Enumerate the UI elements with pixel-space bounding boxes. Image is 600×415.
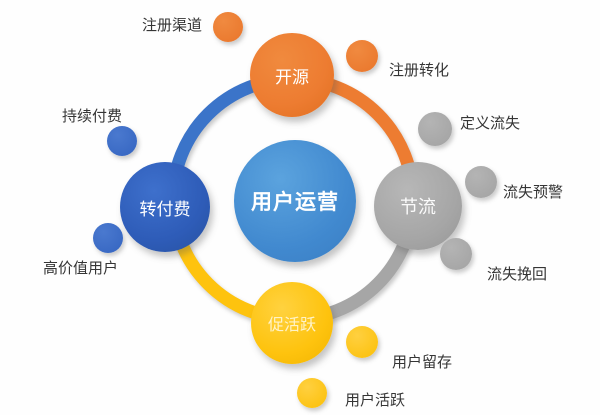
node-monetization-label: 转付费 — [139, 199, 191, 219]
node-user-operations: 用户运营 — [234, 140, 356, 262]
node-throttling-label: 节流 — [400, 197, 436, 217]
satellite-define-churn-label: 定义流失 — [460, 115, 521, 132]
node-activation-label: 促活跃 — [267, 317, 316, 334]
satellite-user-retention-dot — [346, 326, 378, 358]
satellite-churn-recovery-label: 流失挽回 — [487, 266, 548, 283]
satellite-continuous-payment-label: 持续付费 — [62, 108, 123, 125]
satellite-churn-recovery-dot — [440, 238, 472, 270]
satellite-high-value-user-label: 高价值用户 — [43, 260, 119, 277]
node-monetization: 转付费 — [120, 162, 210, 252]
satellite-user-retention-label: 用户留存 — [392, 354, 453, 371]
node-open-source: 开源 — [250, 33, 334, 117]
satellite-registration-conversion-dot — [346, 40, 378, 72]
node-throttling: 节流 — [374, 162, 462, 250]
satellite-high-value-user-dot — [93, 223, 123, 253]
satellite-churn-warning-label: 流失预警 — [503, 184, 564, 201]
satellite-user-activity-label: 用户活跃 — [345, 392, 406, 409]
satellite-registration-conversion-label: 注册转化 — [389, 62, 450, 79]
node-open-source-label: 开源 — [275, 67, 309, 87]
satellite-define-churn-dot — [418, 112, 452, 146]
satellite-churn-warning-dot — [465, 166, 497, 198]
satellite-registration-channel-dot — [213, 12, 243, 42]
satellite-registration-channel-label: 注册渠道 — [142, 17, 203, 34]
satellite-continuous-payment-dot — [107, 126, 137, 156]
node-user-operations-label: 用户运营 — [251, 191, 339, 214]
node-activation: 促活跃 — [251, 282, 333, 364]
satellite-user-activity-dot — [297, 378, 327, 408]
